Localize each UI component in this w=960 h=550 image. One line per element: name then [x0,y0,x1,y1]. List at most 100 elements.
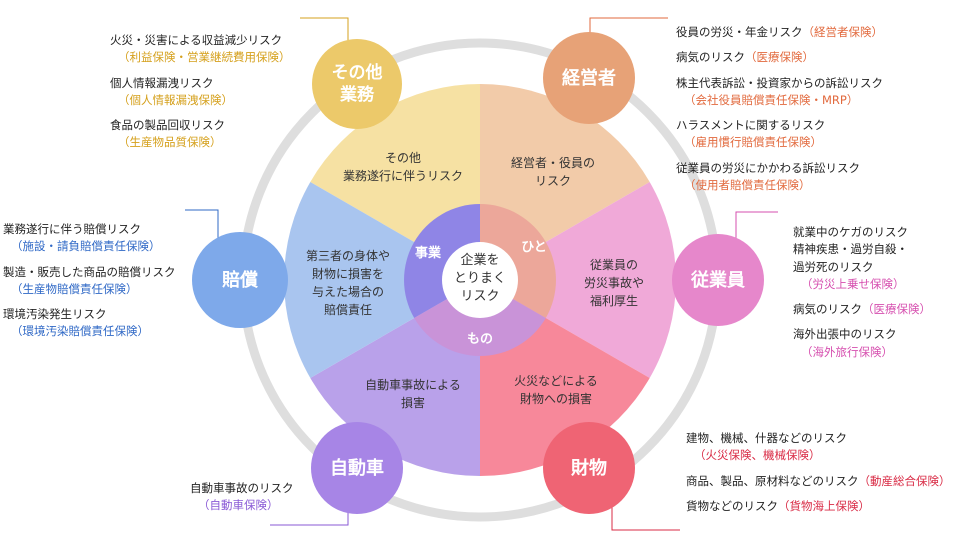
inner-label-mono: もの [467,332,493,347]
note-item: 業務遂行に伴う賠償リスク （施設・請負賠償責任保険） [3,221,176,256]
bubble-other [312,39,402,129]
risk-text: 自動車事故のリスク [190,481,294,495]
risk-text: 貨物などのリスク [686,498,778,513]
insurance-text: （医療保険） [862,302,931,316]
insurance-text: （自動車保険） [198,498,279,513]
risk-text: 製造・販売した商品の賠償リスク [3,264,176,279]
note-item: 火災・災害による収益減少リスク （利益保険・営業継続費用保険） [110,32,291,67]
sector-label-auto-1: 自動車事故による [365,377,461,392]
bubble-label-liability: 賠償 [222,269,259,291]
insurance-text: （海外旅行保険） [801,344,893,359]
bubble-label-auto: 自動車 [330,457,384,479]
note-item: 貨物などのリスク（貨物海上保険） [686,498,951,515]
notes-mgmt: 役員の労災・年金リスク（経営者保険） 病気のリスク（医療保険） 株主代表訴訟・投… [676,24,883,202]
notes-auto: 自動車事故のリスク （自動車保険） [190,480,294,523]
note-item: 環境汚染発生リスク （環境汚染賠償責任保険） [3,306,176,341]
sector-label-other-1: その他 [385,151,421,165]
note-item: ハラスメントに関するリスク （雇用慣行賠償責任保険） [676,117,883,152]
note-item: 食品の製品回収リスク （生産物品質保険） [110,117,291,152]
note-item: 個人情報漏洩リスク （個人情報漏洩保険） [110,75,291,110]
insurance-text: （動産総合保険） [858,473,951,488]
insurance-text: （生産物品質保険） [118,135,222,150]
sector-label-liability-3: 与えた場合の [312,284,384,299]
bubble-mgmt [543,32,635,124]
insurance-text: （火災保険、機械保険） [694,448,821,463]
risk-text: 火災・災害による収益減少リスク [110,33,283,47]
note-item: 役員の労災・年金リスク（経営者保険） [676,24,883,41]
risk-text: 建物、機械、什器などのリスク [686,431,847,445]
insurance-text: （生産物賠償責任保険） [11,281,138,296]
sector-liability [284,182,480,378]
connector-other [300,17,349,45]
note-item: 製造・販売した商品の賠償リスク （生産物賠償責任保険） [3,264,176,299]
center-label-3: リスク [460,289,499,304]
bubble-property [543,422,635,514]
center-circle [442,242,518,318]
inner-label-jigyo: 事業 [415,245,442,261]
connector-liability [185,209,219,240]
risk-text: 就業中のケガのリスク [793,225,908,239]
note-item: 従業員の労災にかかわる訴訟リスク （使用者賠償責任保険） [676,160,883,195]
center-label-1: 企業を [460,252,499,268]
note-item: 海外出張中のリスク （海外旅行保険） [793,326,931,361]
sector-label-mgmt-2: リスク [535,174,571,188]
sector-label-property-2: 財物への損害 [520,391,592,406]
bubble-label-other-1: その他 [332,62,383,83]
insurance-text: （医療保険） [745,50,814,65]
note-item: 建物、機械、什器などのリスク （火災保険、機械保険） [686,430,951,465]
risk-text: 環境汚染発生リスク [3,307,107,321]
insurance-text: （雇用慣行賠償責任保険） [684,135,822,150]
risk-text: 病気のリスク [676,50,745,65]
bubble-auto [311,422,403,514]
sector-label-employee-3: 福利厚生 [590,293,638,308]
connector-property [611,505,680,531]
sector-label-mgmt-1: 経営者・役員の [511,155,595,170]
sector-label-liability-1: 第三者の身体や [306,248,390,263]
inner-label-hito: ひと [521,240,547,255]
risk-text: 海外出張中のリスク [793,327,897,342]
notes-other: 火災・災害による収益減少リスク （利益保険・営業継続費用保険） 個人情報漏洩リス… [110,32,291,160]
insurance-text: （経営者保険） [802,25,884,39]
insurance-text: （貨物海上保険） [778,498,870,513]
risk-text: 精神疾患・過労自殺・ [793,242,908,257]
insurance-text: （労災上乗せ保険） [801,276,905,291]
note-item: 商品、製品、原材料などのリスク（動産総合保険） [686,473,951,490]
risk-text: 役員の労災・年金リスク [676,25,803,39]
bubble-label-mgmt: 経営者 [562,67,616,89]
risk-text: ハラスメントに関するリスク [676,118,826,132]
sector-label-liability-2: 財物に損害を [312,266,384,281]
bubble-employee [672,234,764,326]
risk-text: 商品、製品、原材料などのリスク [686,473,859,488]
notes-liability: 業務遂行に伴う賠償リスク （施設・請負賠償責任保険） 製造・販売した商品の賠償リ… [3,221,176,349]
connector-employee [735,211,778,245]
insurance-text: （使用者賠償責任保険） [684,177,811,192]
sector-label-property-1: 火災などによる [514,374,598,388]
bubble-liability [192,232,288,328]
sector-label-employee-2: 労災事故や [584,275,644,290]
risk-text: 個人情報漏洩リスク [110,75,214,90]
note-item: 就業中のケガのリスク 精神疾患・過労自殺・ 過労死のリスク （労災上乗せ保険） [793,224,931,293]
center-label-2: とりまく [454,271,506,286]
insurance-text: （個人情報漏洩保険） [118,92,233,107]
risk-text: 業務遂行に伴う賠償リスク [3,222,141,236]
bubble-label-other-2: 業務 [340,84,375,105]
insurance-text: （利益保険・営業継続費用保険） [118,50,291,65]
sector-label-other-2: 業務遂行に伴うリスク [343,169,463,183]
insurance-text: （会社役員賠償責任保険・MRP） [684,92,859,107]
note-item: 自動車事故のリスク （自動車保険） [190,480,294,515]
note-item: 病気のリスク（医療保険） [676,49,883,66]
notes-property: 建物、機械、什器などのリスク （火災保険、機械保険） 商品、製品、原材料などのリ… [686,430,951,523]
risk-text: 従業員の労災にかかわる訴訟リスク [676,160,860,175]
risk-text: 食品の製品回収リスク [110,118,225,132]
insurance-text: （施設・請負賠償責任保険） [11,239,161,254]
note-item: 株主代表訴訟・投資家からの訴訟リスク （会社役員賠償責任保険・MRP） [676,75,883,110]
sector-label-auto-2: 損害 [401,395,425,410]
risk-text: 株主代表訴訟・投資家からの訴訟リスク [676,75,883,90]
insurance-text: （環境汚染賠償責任保険） [11,324,149,339]
bubble-label-employee: 従業員 [690,269,745,291]
sector-label-employee-1: 従業員の [590,258,638,272]
notes-employee: 就業中のケガのリスク 精神疾患・過労自殺・ 過労死のリスク （労災上乗せ保険） … [793,224,931,369]
risk-text: 病気のリスク [793,302,862,316]
